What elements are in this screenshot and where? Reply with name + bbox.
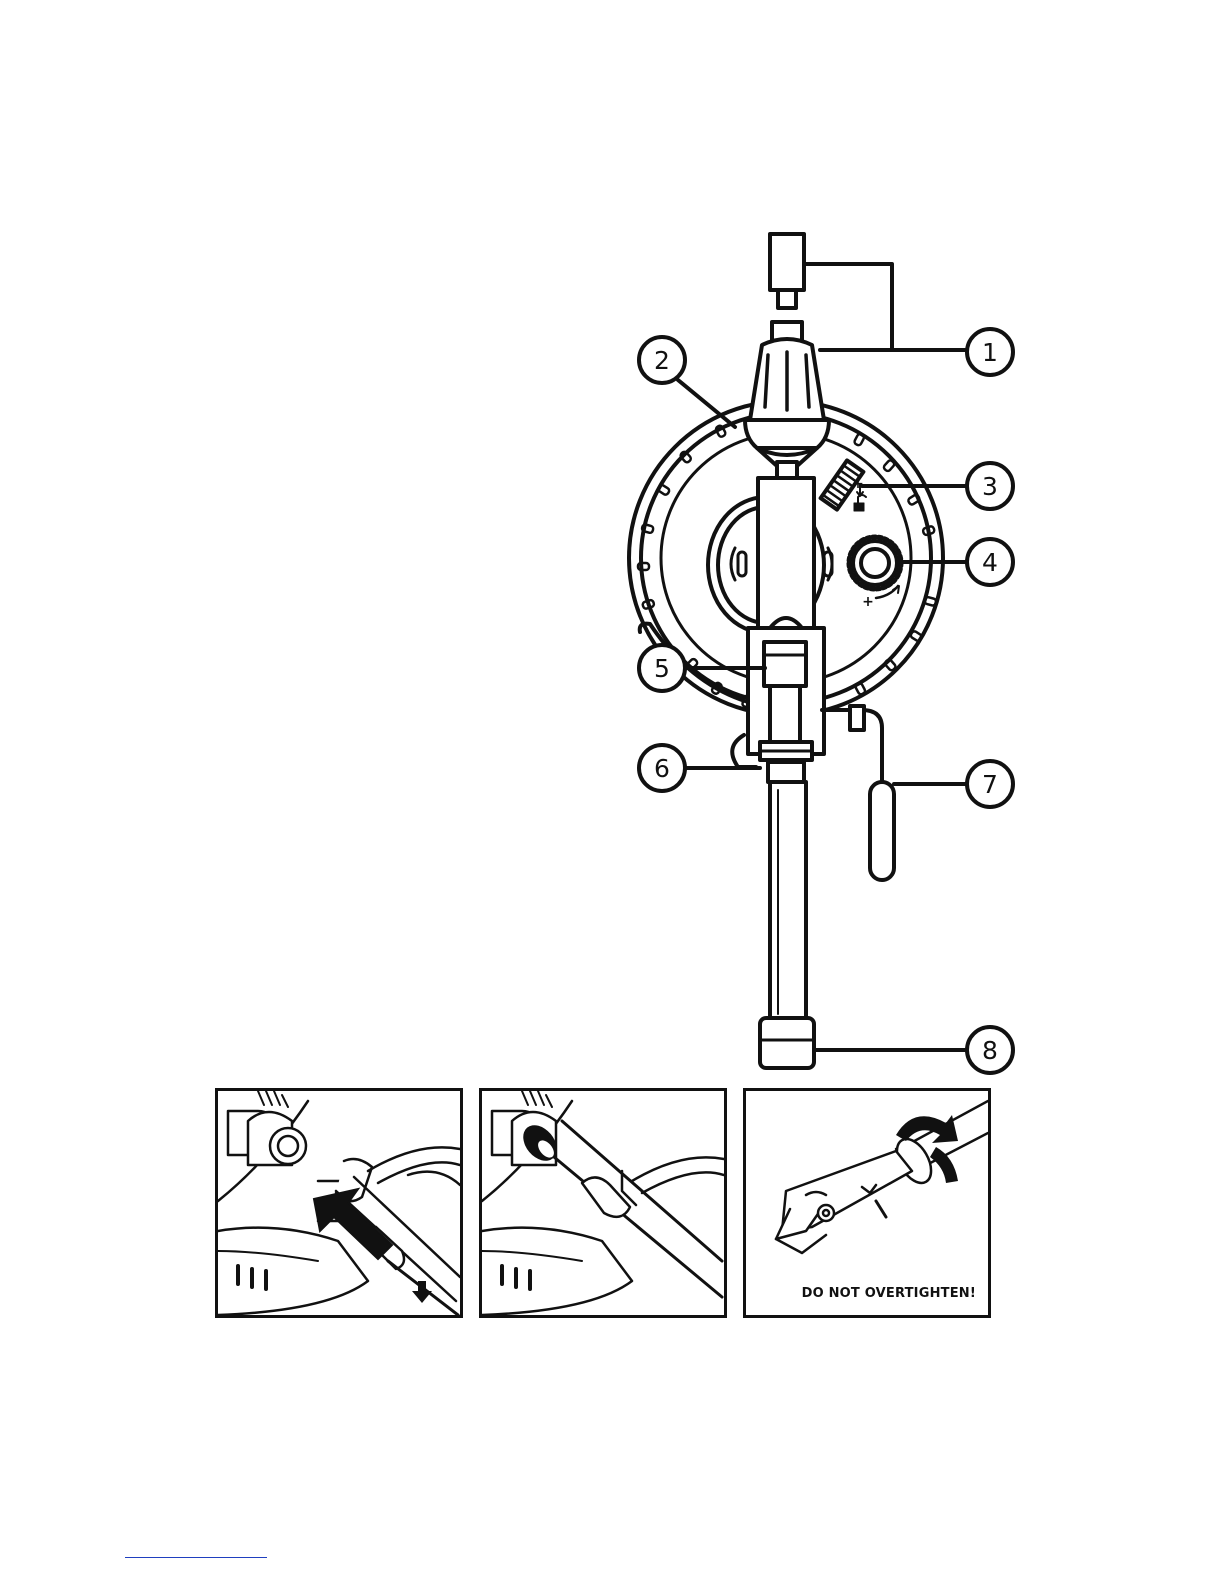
callout-3: 3 (982, 472, 998, 501)
tonearm-cap-part (770, 234, 804, 308)
arm-stem (760, 782, 814, 1068)
rotate-arrow-icon (896, 1115, 958, 1143)
callout-4: 4 (982, 548, 998, 577)
callout-2: 2 (654, 346, 670, 375)
callout-8: 8 (982, 1036, 998, 1065)
down-arrow-icon (412, 1281, 432, 1303)
tonearm-diagram: + + 1 2 3 4 5 6 7 8 (600, 220, 1040, 1090)
callout-6: 6 (654, 754, 670, 783)
height-plus-symbol: + (852, 476, 864, 492)
instruction-panel-insert (215, 1088, 463, 1318)
overtighten-warning: DO NOT OVERTIGHTEN! (746, 1286, 976, 1301)
dial-plus-symbol: + (862, 594, 874, 610)
instruction-panel-seated (479, 1088, 727, 1318)
lift-lever (822, 706, 894, 880)
callout-7: 7 (982, 770, 998, 799)
instruction-panel-overtighten: DO NOT OVERTIGHTEN! (743, 1088, 991, 1318)
footer-rule (125, 1557, 267, 1558)
callout-1: 1 (982, 338, 998, 367)
callout-5: 5 (654, 654, 670, 683)
